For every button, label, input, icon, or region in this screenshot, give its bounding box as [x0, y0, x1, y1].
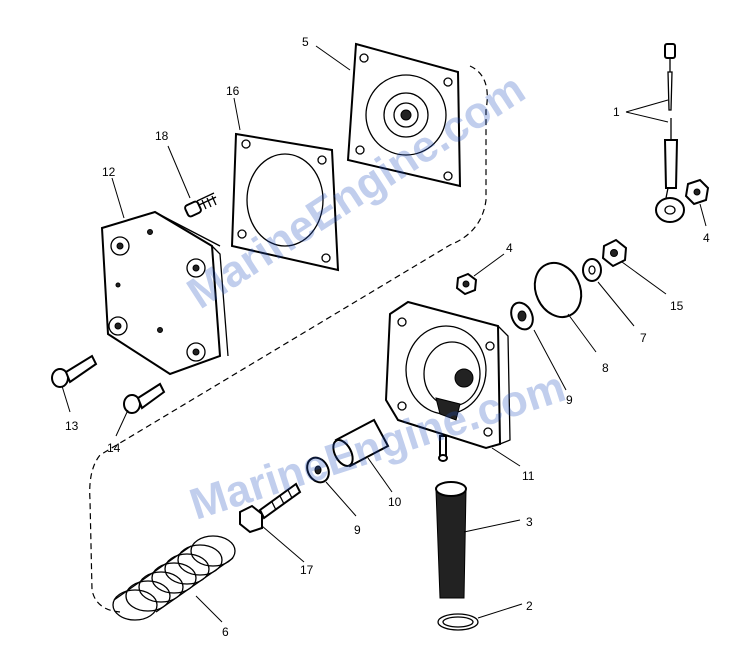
leader-lines	[61, 45, 707, 623]
watermark-lower: MarineEngine.com	[184, 362, 571, 529]
label-part-8: 8	[602, 361, 609, 375]
part-3-pushrod	[435, 481, 467, 599]
part-14-screw	[123, 382, 166, 414]
part-5-diaphragm	[346, 42, 462, 188]
label-part-2: 2	[526, 599, 533, 613]
part-15-nut	[601, 238, 628, 268]
label-part-13: 13	[65, 419, 79, 433]
part-7-washer	[582, 258, 602, 282]
label-part-6: 6	[222, 625, 229, 639]
part-9-washer-upper	[510, 301, 534, 331]
label-part-1: 1	[613, 105, 620, 119]
label-part-3: 3	[526, 515, 533, 529]
label-part-4-right: 4	[703, 231, 710, 245]
label-part-18: 18	[155, 129, 169, 143]
part-10-spacer	[332, 418, 390, 468]
part-6-spring	[112, 535, 236, 621]
part-16-gasket	[230, 132, 340, 272]
part-11-pump-body	[384, 300, 511, 462]
label-part-10: 10	[388, 495, 402, 509]
part-18-screw	[184, 192, 217, 218]
part-2-clip	[437, 613, 479, 631]
label-part-15: 15	[670, 299, 684, 313]
label-part-5: 5	[302, 35, 309, 49]
label-part-11: 11	[522, 469, 535, 483]
label-part-14: 14	[107, 441, 121, 455]
label-part-9-upper: 9	[566, 393, 573, 407]
part-8-disc	[533, 261, 583, 319]
part-4-nut-right	[684, 178, 710, 206]
part-12-pump-cover	[100, 210, 229, 376]
part-9-washer-lower	[306, 456, 330, 484]
label-part-17: 17	[300, 563, 314, 577]
label-part-12: 12	[102, 165, 116, 179]
label-part-7: 7	[640, 331, 647, 345]
part-4-nut-middle	[455, 272, 478, 296]
part-1-lead-wire	[655, 43, 685, 223]
assembly-guide-dashed-line	[89, 65, 488, 613]
part-17-bolt	[239, 482, 302, 534]
label-part-4-middle: 4	[506, 241, 513, 255]
label-part-16: 16	[226, 84, 240, 98]
label-part-9-lower: 9	[354, 523, 361, 537]
part-13-screw	[51, 354, 98, 388]
